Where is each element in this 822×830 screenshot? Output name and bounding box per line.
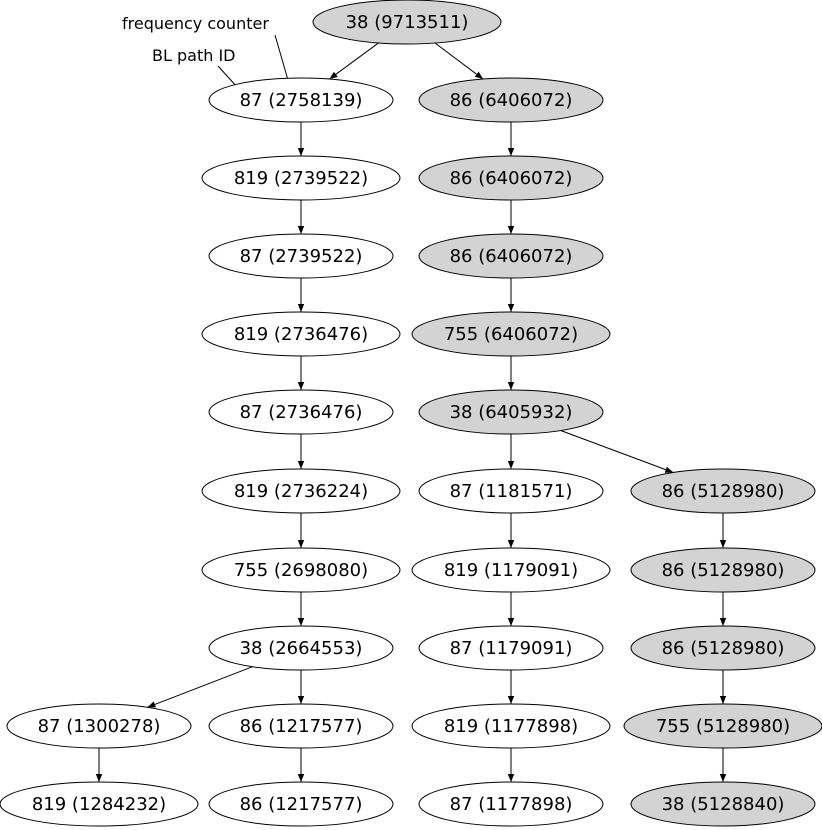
edge-n0-n13	[434, 42, 484, 80]
node-n16: 755 (6406072)	[411, 311, 611, 357]
node-ellipse	[201, 155, 401, 201]
node-label: 86 (5128980)	[662, 560, 785, 581]
node-n9: 87 (1300278)	[6, 703, 192, 749]
node-label: 819 (2739522)	[234, 168, 368, 189]
frequency-counter-annotation: frequency counter	[122, 14, 269, 33]
node-n27: 38 (5128840)	[630, 781, 816, 827]
node-n8: 38 (2664553)	[208, 625, 394, 671]
node-ellipse	[411, 311, 611, 357]
node-n11: 86 (1217577)	[208, 703, 394, 749]
edges-layer	[95, 42, 727, 782]
edge-n8-n9	[147, 666, 253, 708]
edge-n17-n23	[560, 430, 674, 473]
node-label: 819 (1177898)	[444, 716, 578, 737]
node-ellipse	[201, 547, 401, 593]
node-label: 755 (2698080)	[234, 560, 368, 581]
node-ellipse	[208, 233, 394, 279]
node-label: 38 (2664553)	[240, 638, 363, 659]
node-label: 86 (6406072)	[450, 246, 573, 267]
node-n13: 86 (6406072)	[418, 77, 604, 123]
node-ellipse	[623, 703, 822, 749]
bl-path-id-annotation: BL path ID	[152, 46, 235, 65]
node-n6: 819 (2736224)	[201, 468, 401, 514]
node-ellipse	[208, 703, 394, 749]
node-n14: 86 (6406072)	[418, 155, 604, 201]
node-n0: 38 (9713511)	[312, 0, 502, 45]
node-n15: 86 (6406072)	[418, 233, 604, 279]
node-ellipse	[201, 468, 401, 514]
node-n2: 819 (2739522)	[201, 155, 401, 201]
node-ellipse	[411, 703, 611, 749]
node-ellipse	[312, 0, 502, 45]
node-n4: 819 (2736476)	[201, 311, 401, 357]
node-n7: 755 (2698080)	[201, 547, 401, 593]
node-label: 87 (2739522)	[240, 246, 363, 267]
node-label: 86 (5128980)	[662, 638, 785, 659]
node-label: 38 (5128840)	[662, 794, 785, 815]
node-ellipse	[208, 781, 394, 827]
node-n22: 87 (1177898)	[418, 781, 604, 827]
node-label: 87 (1177898)	[450, 794, 573, 815]
node-label: 87 (1179091)	[450, 638, 573, 659]
edge-n0-n1	[329, 42, 379, 80]
annotation-layer: frequency counter BL path ID	[122, 14, 291, 89]
node-n23: 86 (5128980)	[630, 468, 816, 514]
node-n10: 819 (1284232)	[0, 781, 199, 827]
node-ellipse	[208, 625, 394, 671]
node-ellipse	[0, 781, 199, 827]
node-ellipse	[418, 468, 604, 514]
node-ellipse	[418, 233, 604, 279]
node-label: 819 (2736476)	[234, 324, 368, 345]
node-n18: 87 (1181571)	[418, 468, 604, 514]
node-label: 38 (9713511)	[346, 12, 469, 33]
node-n26: 755 (5128980)	[623, 703, 822, 749]
node-n12: 86 (1217577)	[208, 781, 394, 827]
node-ellipse	[201, 311, 401, 357]
node-n3: 87 (2739522)	[208, 233, 394, 279]
node-n25: 86 (5128980)	[630, 625, 816, 671]
node-n19: 819 (1179091)	[411, 547, 611, 593]
node-ellipse	[630, 625, 816, 671]
node-ellipse	[418, 155, 604, 201]
node-n20: 87 (1179091)	[418, 625, 604, 671]
node-ellipse	[630, 547, 816, 593]
node-label: 87 (2758139)	[240, 90, 363, 111]
node-label: 86 (6406072)	[450, 168, 573, 189]
node-n21: 819 (1177898)	[411, 703, 611, 749]
node-label: 755 (6406072)	[444, 324, 578, 345]
node-label: 86 (1217577)	[240, 716, 363, 737]
node-ellipse	[630, 781, 816, 827]
node-label: 87 (1181571)	[450, 481, 573, 502]
node-label: 38 (6405932)	[450, 402, 573, 423]
node-label: 819 (1284232)	[32, 794, 166, 815]
node-ellipse	[411, 547, 611, 593]
node-ellipse	[418, 625, 604, 671]
node-n17: 38 (6405932)	[418, 389, 604, 435]
node-ellipse	[630, 468, 816, 514]
node-ellipse	[418, 389, 604, 435]
node-ellipse	[208, 389, 394, 435]
node-label: 86 (6406072)	[450, 90, 573, 111]
node-label: 819 (2736224)	[234, 481, 368, 502]
node-ellipse	[6, 703, 192, 749]
node-ellipse	[418, 781, 604, 827]
node-ellipse	[208, 77, 394, 123]
node-n1: 87 (2758139)	[208, 77, 394, 123]
node-n24: 86 (5128980)	[630, 547, 816, 593]
node-label: 87 (2736476)	[240, 402, 363, 423]
node-label: 86 (1217577)	[240, 794, 363, 815]
node-ellipse	[418, 77, 604, 123]
node-label: 755 (5128980)	[656, 716, 790, 737]
node-n5: 87 (2736476)	[208, 389, 394, 435]
node-label: 819 (1179091)	[444, 560, 578, 581]
node-label: 86 (5128980)	[662, 481, 785, 502]
node-label: 87 (1300278)	[38, 716, 161, 737]
